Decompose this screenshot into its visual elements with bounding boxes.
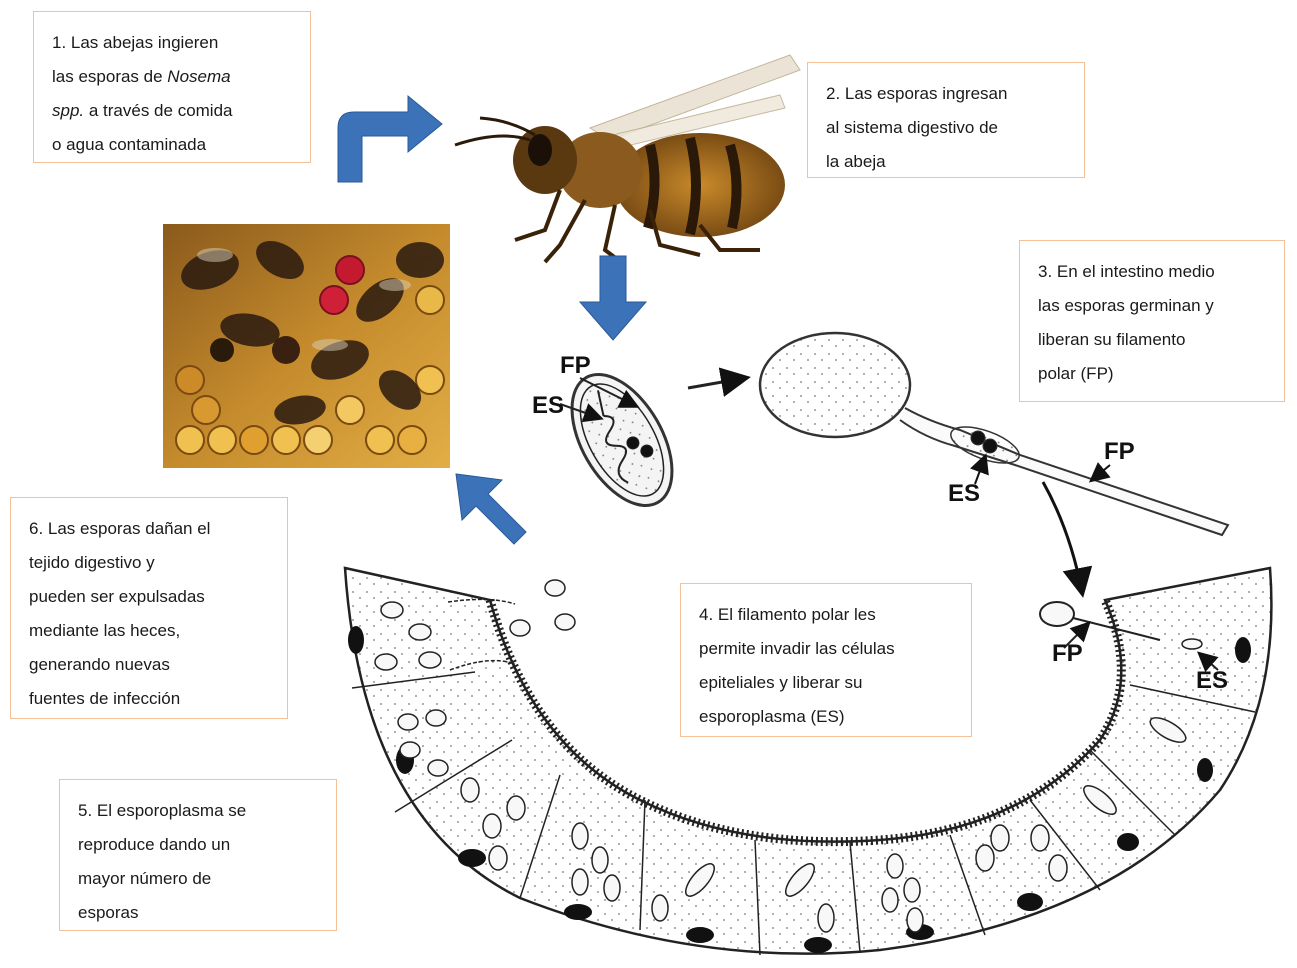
step-3-line1: 3. En el intestino medio [1038,255,1266,289]
honeycomb-photo [163,224,450,468]
step-4-line1: 4. El filamento polar les [699,598,953,632]
step-3-line3: liberan su filamento [1038,323,1266,357]
step-6-box: 6. Las esporas dañan el tejido digestivo… [10,497,288,719]
step-3-line4: polar (FP) [1038,357,1266,391]
step-1-line3: spp. a través de comida [52,94,292,128]
step-2-line2: al sistema digestivo de [826,111,1066,145]
step-4-line4: esporoplasma (ES) [699,700,953,734]
step-4-line3: epiteliales y liberar su [699,666,953,700]
step-6-line4: mediante las heces, [29,614,269,648]
step-6-line6: fuentes de infección [29,682,269,716]
step-5-box: 5. El esporoplasma se reproduce dando un… [59,779,337,931]
step-1-line4: o agua contaminada [52,128,292,162]
step-6-line3: pueden ser expulsadas [29,580,269,614]
step-3-line2: las esporas germinan y [1038,289,1266,323]
step-2-line3: la abeja [826,145,1066,179]
step-6-line5: generando nuevas [29,648,269,682]
step-6-line1: 6. Las esporas dañan el [29,512,269,546]
step-5-line4: esporas [78,896,318,930]
step-5-line1: 5. El esporoplasma se [78,794,318,828]
es-label-filament: ES [948,480,980,508]
bee-image [455,55,800,265]
fp-label-tissue: FP [1052,640,1083,668]
step-4-line2: permite invadir las células [699,632,953,666]
step-1-line2: las esporas de Nosema [52,60,292,94]
step-5-line2: reproduce dando un [78,828,318,862]
arrow-up-to-comb [456,474,526,544]
arrow-down-to-spore [580,256,646,340]
step-3-box: 3. En el intestino medio las esporas ger… [1019,240,1285,402]
step-5-line3: mayor número de [78,862,318,896]
es-label-spore: ES [532,392,564,420]
step-2-box: 2. Las esporas ingresan al sistema diges… [807,62,1085,178]
fp-label-spore: FP [560,352,591,380]
es-label-tissue: ES [1196,667,1228,695]
step-2-line1: 2. Las esporas ingresan [826,77,1066,111]
spore-diagram [551,358,745,523]
arrow-step1-to-bee [338,96,442,182]
step-4-box: 4. El filamento polar les permite invadi… [680,583,972,737]
fp-label-filament: FP [1104,438,1135,466]
step-6-line2: tejido digestivo y [29,546,269,580]
step-1-line1: 1. Las abejas ingieren [52,26,292,60]
step-1-box: 1. Las abejas ingieren las esporas de No… [33,11,311,163]
